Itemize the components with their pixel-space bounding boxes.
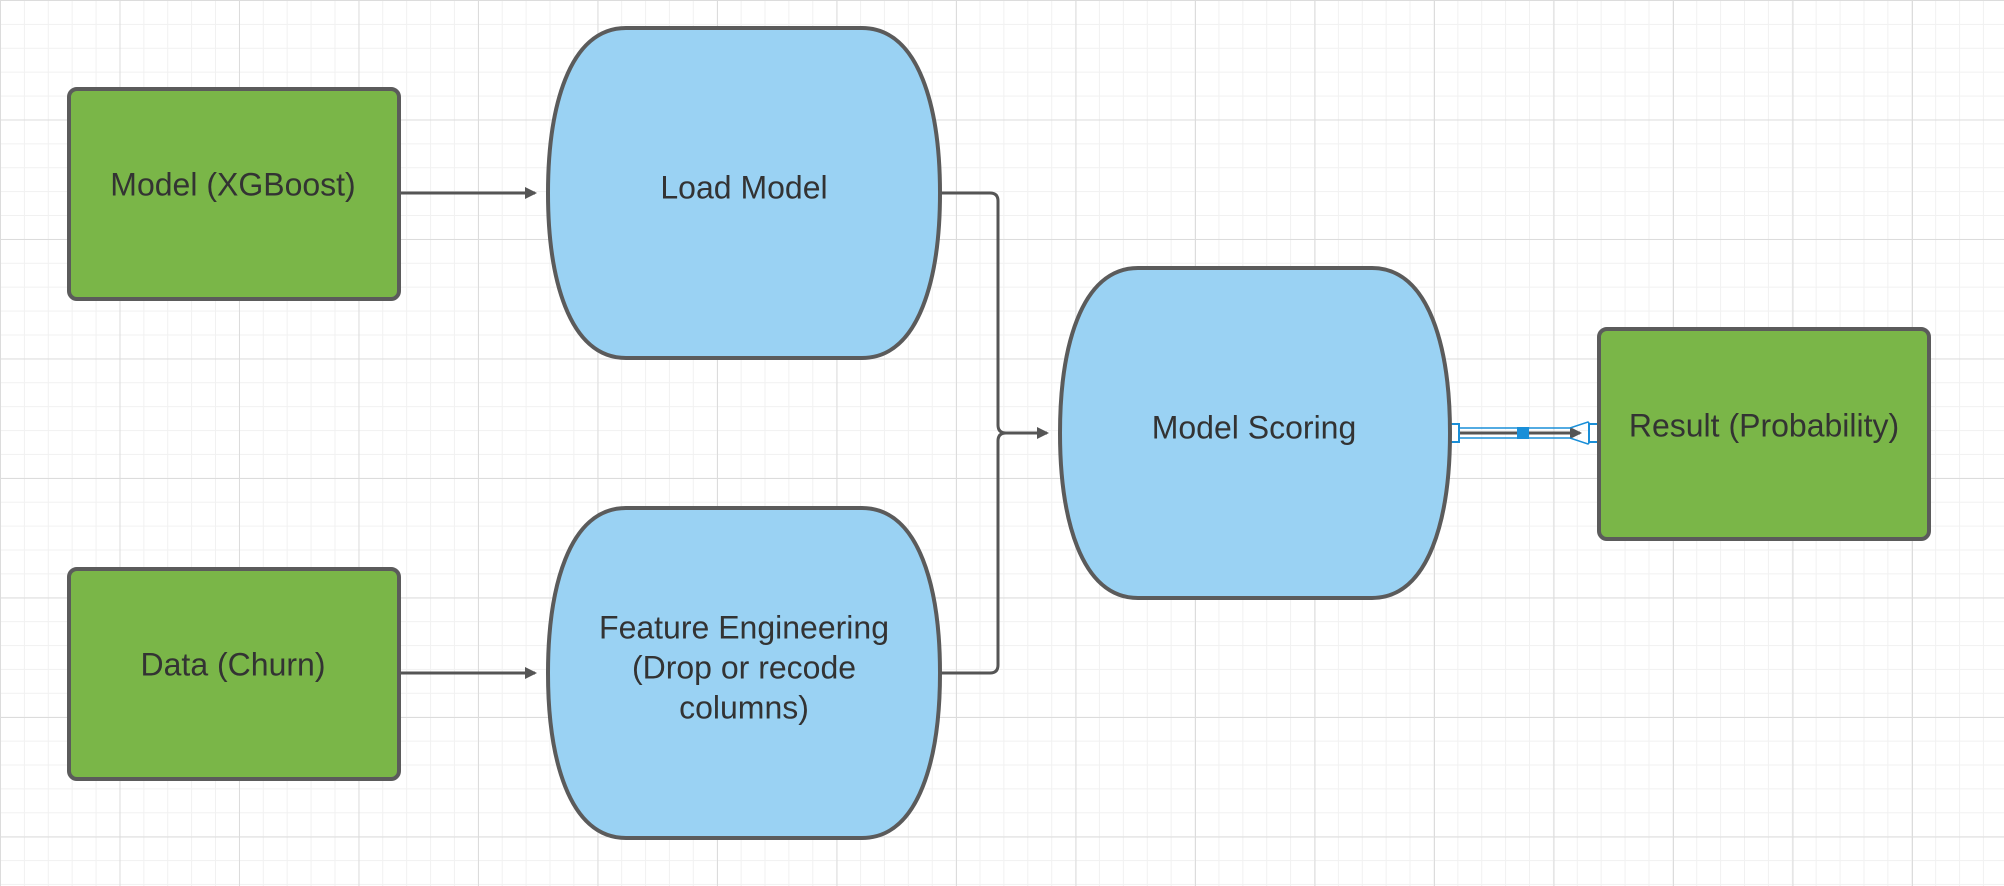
node-model-scoring[interactable]: Model Scoring [1057, 266, 1453, 600]
node-model-xgboost-label: Model (XGBoost) [110, 166, 355, 202]
node-result-probability[interactable]: Result (Probability) [1597, 327, 1931, 541]
node-feature-engineering-line3: columns) [679, 689, 809, 725]
node-data-churn[interactable]: Data (Churn) [67, 567, 401, 781]
edge-scoring-to-result[interactable] [1442, 421, 1606, 445]
node-load-model-label: Load Model [660, 169, 827, 205]
node-result-probability-label: Result (Probability) [1629, 407, 1899, 443]
node-feature-engineering[interactable]: Feature Engineering (Drop or recode colu… [545, 506, 943, 840]
connector-midpoint-handle[interactable] [1517, 427, 1529, 439]
node-feature-engineering-line1: Feature Engineering [599, 609, 889, 645]
edge-feature-to-scoring[interactable] [940, 431, 1047, 675]
node-feature-engineering-line2: (Drop or recode [632, 649, 856, 685]
node-model-xgboost[interactable]: Model (XGBoost) [67, 87, 401, 301]
node-model-scoring-label: Model Scoring [1152, 409, 1357, 445]
node-data-churn-label: Data (Churn) [141, 646, 326, 682]
node-load-model[interactable]: Load Model [545, 26, 943, 360]
edge-load-to-scoring[interactable] [940, 191, 1049, 439]
